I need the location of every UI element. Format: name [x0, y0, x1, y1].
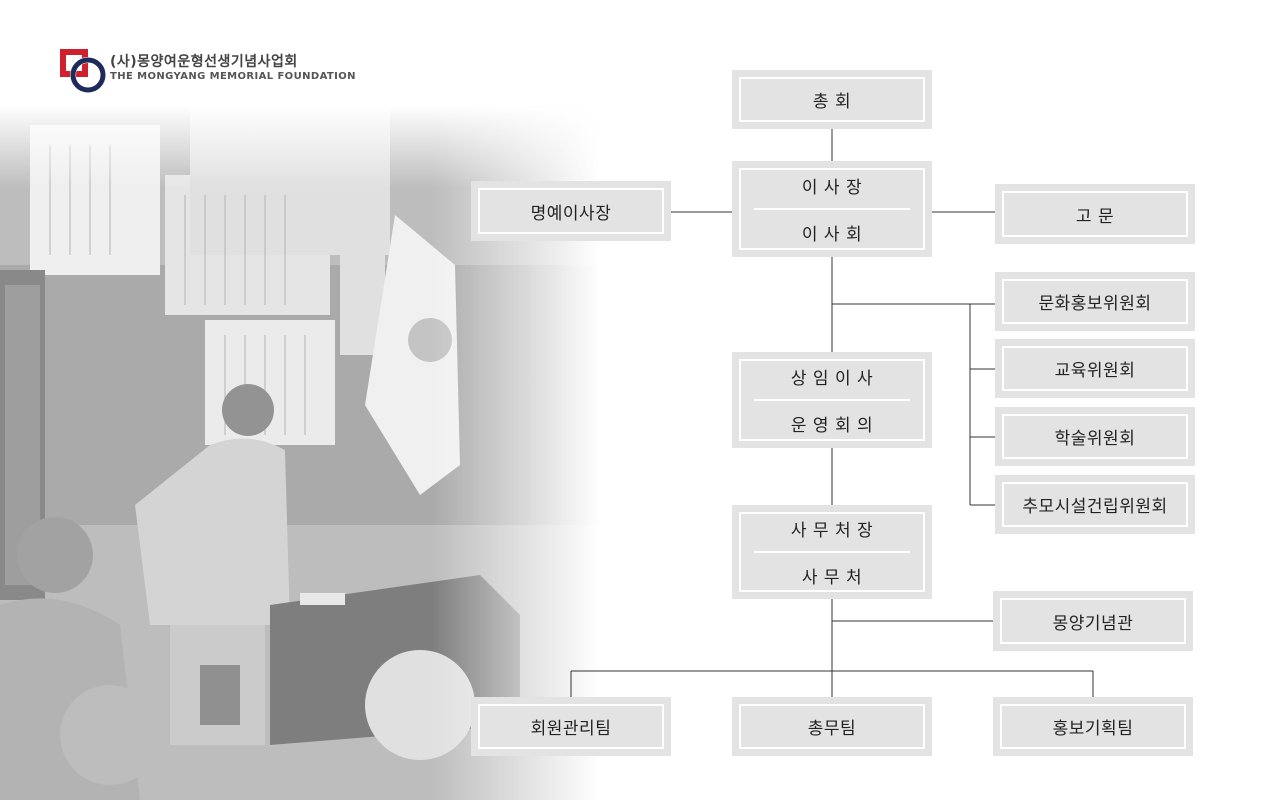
- box-general-assembly: 총 회: [732, 70, 932, 129]
- foundation-logo-mark-icon: [60, 49, 106, 93]
- label-team: 회원관리팀: [530, 719, 612, 739]
- label-standing-director: 상 임 이 사: [790, 369, 874, 389]
- box-divider: [753, 208, 911, 210]
- label-team: 홍보기획팀: [1052, 719, 1134, 739]
- box-team-general-affairs: 총무팀: [732, 697, 932, 756]
- label-advisor: 고 문: [1075, 206, 1115, 227]
- label-honorary-chairman: 명예이사장: [530, 203, 612, 224]
- label-steering-committee: 운 영 회 의: [790, 416, 874, 436]
- box-divider: [753, 399, 911, 401]
- box-divider: [753, 551, 911, 553]
- box-honorary-chairman: 명예이사장: [471, 181, 671, 241]
- box-standing-director: 상 임 이 사 운 영 회 의: [732, 352, 932, 448]
- logo-english-name: THE MONGYANG MEMORIAL FOUNDATION: [110, 71, 356, 82]
- box-secretariat: 사 무 처 장 사 무 처: [732, 505, 932, 599]
- box-committee-education: 교육위원회: [995, 339, 1195, 398]
- box-team-pr-planning: 홍보기획팀: [993, 697, 1193, 756]
- label-committee: 문화홍보위원회: [1038, 294, 1152, 314]
- box-committee-academic: 학술위원회: [995, 407, 1195, 466]
- box-chairman-board: 이 사 장 이 사 회: [732, 161, 932, 257]
- label-secretary-general: 사 무 처 장: [790, 521, 874, 541]
- box-memorial-hall: 몽양기념관: [993, 591, 1193, 651]
- label-committee: 교육위원회: [1054, 361, 1136, 381]
- label-general-assembly: 총 회: [812, 92, 852, 112]
- label-committee: 학술위원회: [1054, 429, 1136, 449]
- label-chairman: 이 사 장: [801, 178, 863, 198]
- label-memorial-hall: 몽양기념관: [1052, 613, 1134, 634]
- box-committee-culture: 문화홍보위원회: [995, 272, 1195, 331]
- box-advisor: 고 문: [995, 184, 1195, 244]
- box-committee-memorial: 추모시설건립위원회: [995, 475, 1195, 534]
- label-team: 총무팀: [807, 719, 857, 739]
- label-committee: 추모시설건립위원회: [1022, 497, 1168, 517]
- box-team-membership: 회원관리팀: [471, 697, 671, 756]
- label-board: 이 사 회: [801, 225, 863, 245]
- label-secretariat: 사 무 처: [801, 568, 863, 588]
- logo-korean-name: (사)몽양여운형선생기념사업회: [110, 54, 298, 70]
- foundation-logo[interactable]: (사)몽양여운형선생기념사업회 THE MONGYANG MEMORIAL FO…: [58, 47, 358, 95]
